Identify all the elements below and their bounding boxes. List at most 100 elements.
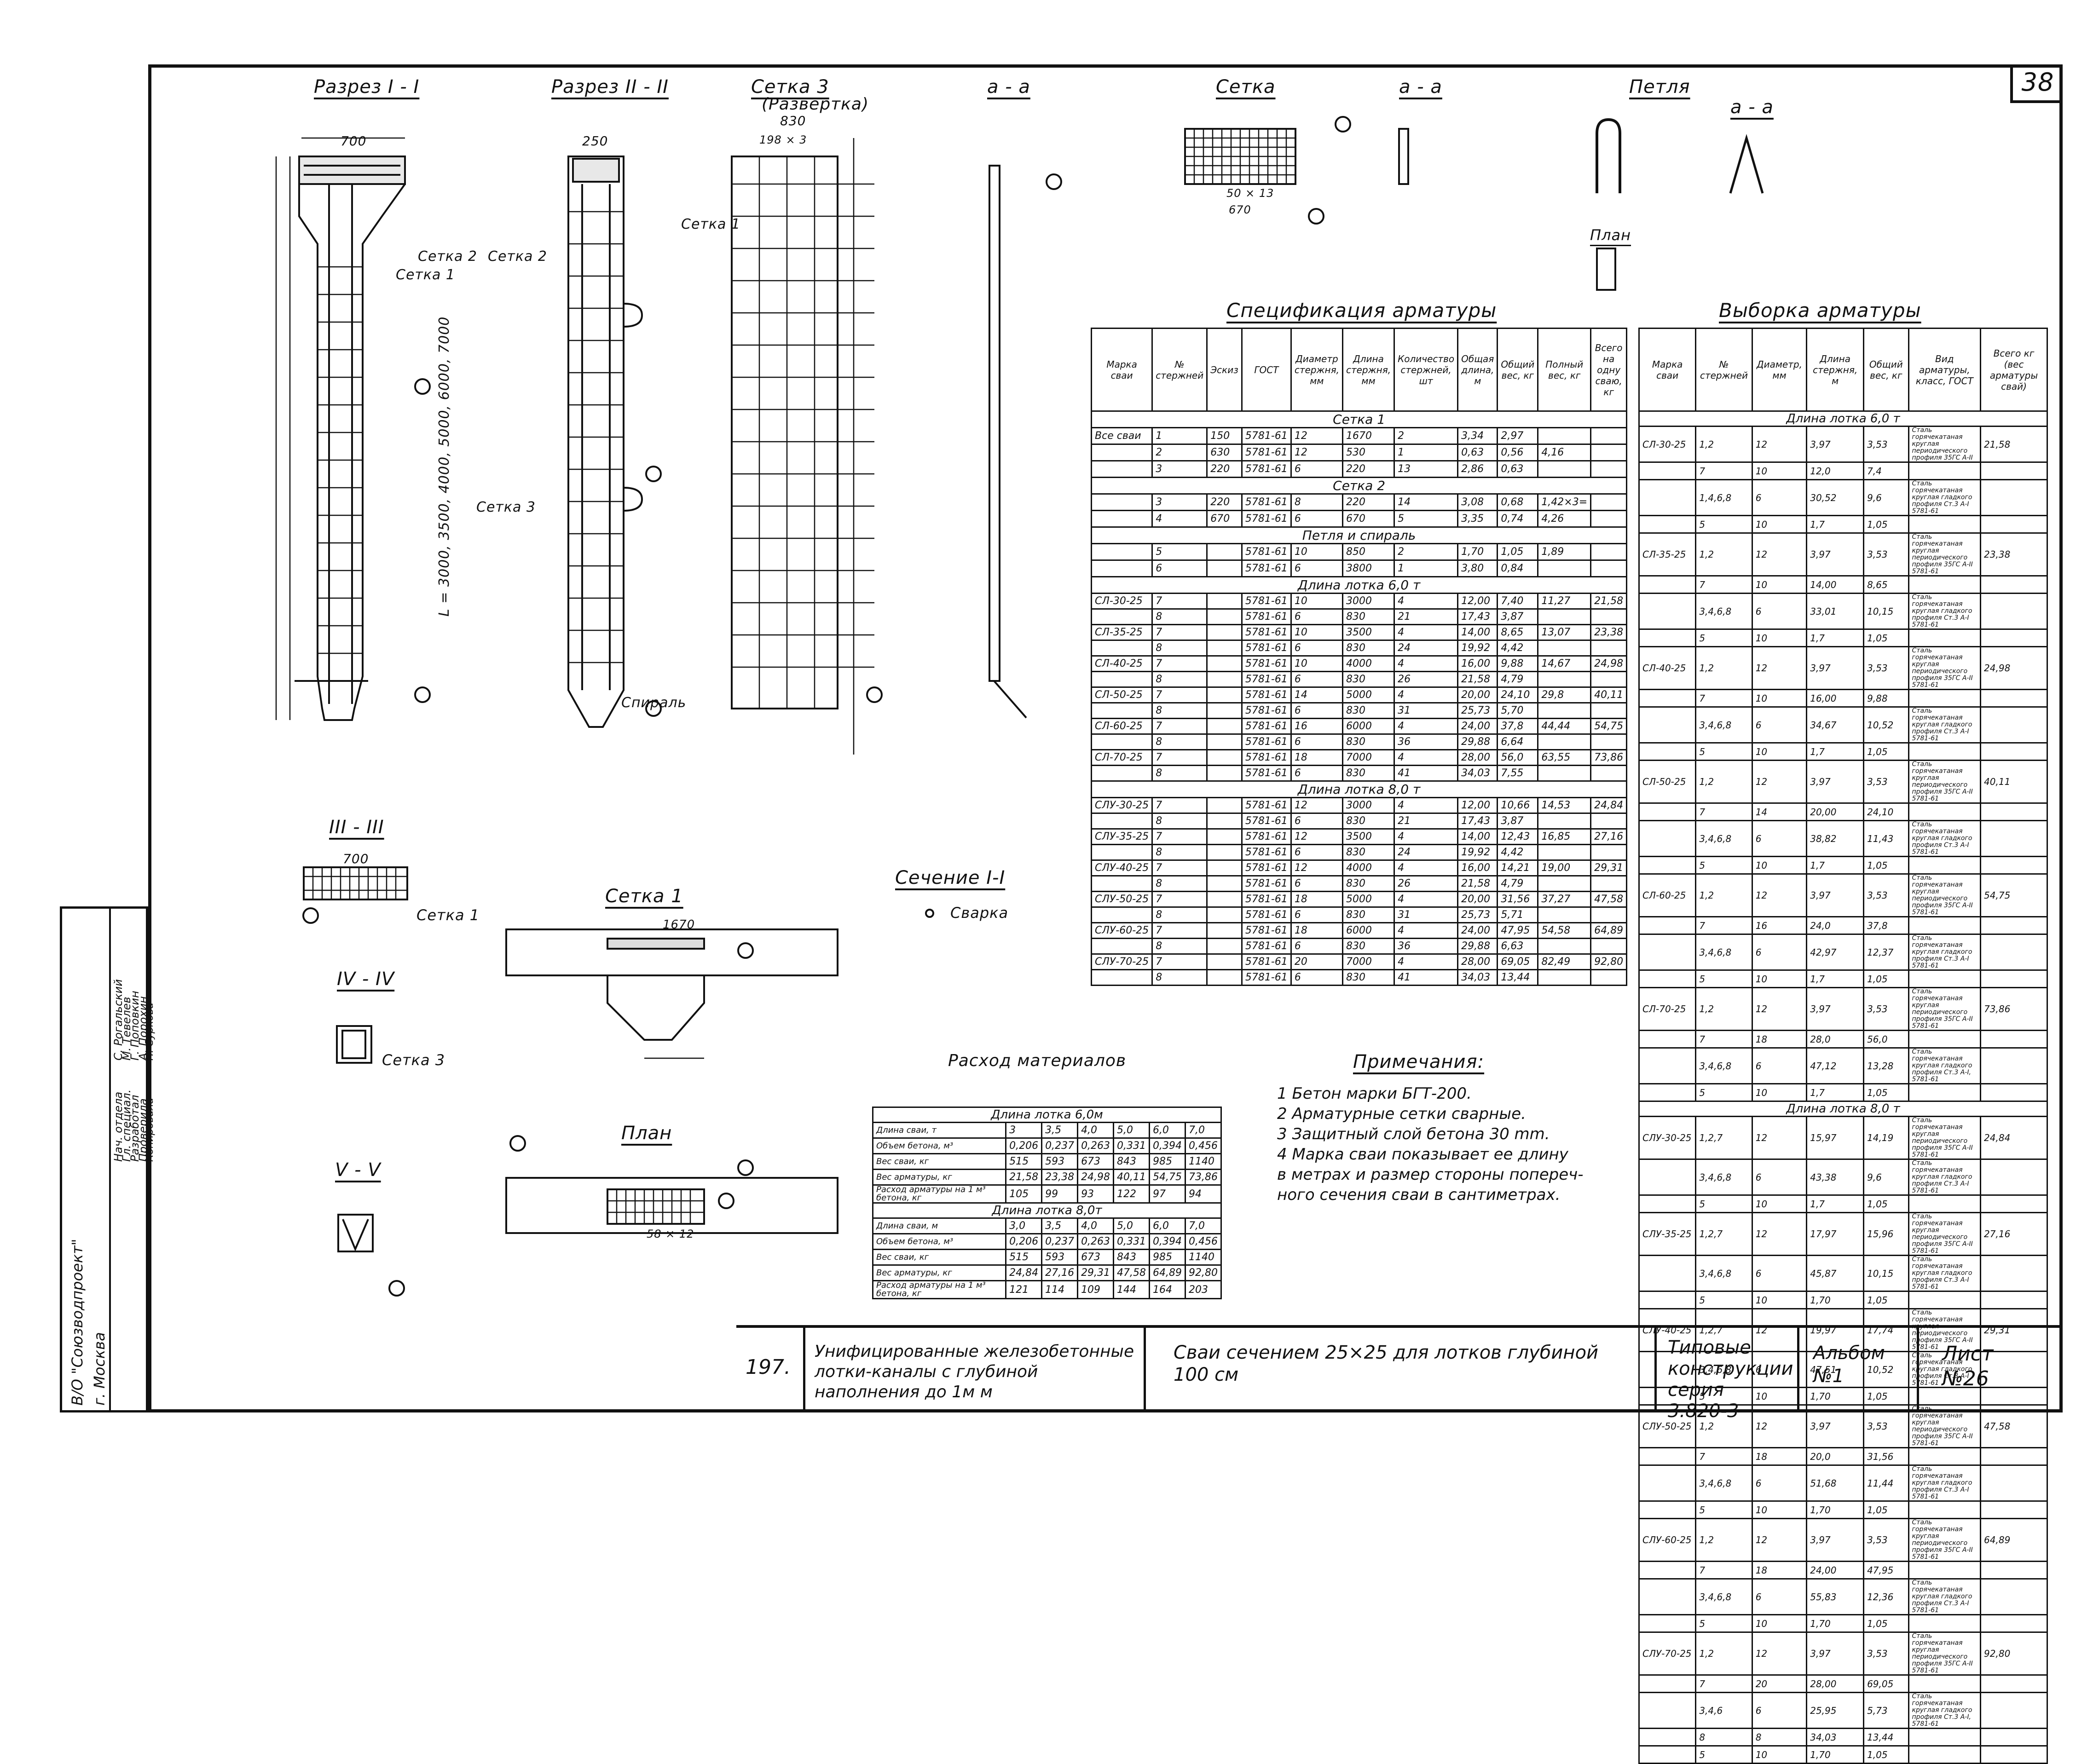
table-cell: 1,7 xyxy=(1806,742,1865,761)
table-cell: 1,05 xyxy=(1863,1614,1909,1633)
spec-mark: СЛУ-35-25 xyxy=(1090,828,1153,845)
table-cell: 99 xyxy=(1041,1184,1079,1204)
spec-mark: СЛУ-50-25 xyxy=(1090,891,1153,908)
table-cell: 13,07 xyxy=(1537,624,1592,641)
table-cell: 5781-61 xyxy=(1241,427,1292,445)
table-cell: 18 xyxy=(1290,749,1343,766)
table-cell xyxy=(1206,813,1243,830)
table-cell: 4,0 xyxy=(1077,1217,1115,1234)
table-cell xyxy=(1980,1692,2048,1729)
table-cell xyxy=(1638,515,1697,534)
spec-mark xyxy=(1090,969,1153,986)
table-cell: 12,43 xyxy=(1497,828,1539,845)
table-cell: 54,75 xyxy=(1980,873,2048,917)
table-cell: 10 xyxy=(1290,655,1343,672)
table-cell: 27,16 xyxy=(1590,828,1628,845)
table-cell xyxy=(1590,813,1628,830)
table-cell: Сталь горячекатаная круглая гладкого про… xyxy=(1908,1351,1982,1388)
table-cell: 4 xyxy=(1394,655,1459,672)
table-cell: 1140 xyxy=(1185,1249,1222,1266)
table-cell xyxy=(1908,1614,1982,1633)
table-cell xyxy=(1980,802,2048,821)
table-cell: 45,87 xyxy=(1806,1255,1865,1292)
table-cell: 1,70 xyxy=(1806,1614,1865,1633)
note-line: 3 Защитный слой бетона 30 mm. xyxy=(1277,1125,1550,1143)
table-cell: 6 xyxy=(1290,733,1343,750)
table-cell: 830 xyxy=(1342,733,1395,750)
table-cell: 14,00 xyxy=(1457,624,1498,641)
table-cell: 11,44 xyxy=(1863,1464,1909,1502)
title-section-2-2: Разрез II - II xyxy=(551,76,669,98)
note-line: в метрах и размер стороны попереч- xyxy=(1277,1165,1584,1184)
table-cell: 6 xyxy=(1151,559,1208,577)
table-cell: 24,10 xyxy=(1497,686,1539,703)
table-cell: 3000 xyxy=(1342,797,1395,814)
table-cell: 73,86 xyxy=(1980,987,2048,1031)
table-cell: 109 xyxy=(1077,1280,1115,1299)
table-cell: 5781-61 xyxy=(1241,640,1292,657)
spec-header-cell: Марка сваи xyxy=(1090,328,1153,412)
table-cell xyxy=(1908,1083,1982,1102)
table-cell xyxy=(1590,510,1628,528)
materials-group-label: Длина лотка 6,0м xyxy=(872,1107,1222,1123)
table-cell: 8 xyxy=(1151,813,1208,830)
table-cell: 5 xyxy=(1695,856,1753,875)
table-cell: 24,98 xyxy=(1077,1169,1115,1186)
spec-mark: СЛ-40-25 xyxy=(1090,655,1153,672)
dim-250: 250 xyxy=(582,133,608,149)
table-cell: 3,5 xyxy=(1041,1217,1079,1234)
sample-header-cell: Общий вес, кг xyxy=(1863,328,1909,412)
table-cell: Длина сваи, т xyxy=(872,1122,1007,1139)
table-cell xyxy=(1980,742,2048,761)
table-cell: 2 xyxy=(1394,543,1459,561)
table-cell: 2 xyxy=(1394,427,1459,445)
table-cell xyxy=(1638,1387,1697,1406)
table-cell: 5781-61 xyxy=(1241,718,1292,735)
table-cell: 37,27 xyxy=(1537,891,1592,908)
table-cell xyxy=(1980,1614,2048,1633)
table-cell: 7 xyxy=(1695,802,1753,821)
table-cell: 843 xyxy=(1113,1249,1151,1266)
table-cell: 5 xyxy=(1695,1745,1753,1764)
table-cell xyxy=(1537,733,1592,750)
table-cell xyxy=(1908,1561,1982,1580)
spec-mark: СЛУ-40-25 xyxy=(1090,859,1153,876)
table-cell: 10 xyxy=(1751,515,1808,534)
table-cell: 150 xyxy=(1206,427,1243,445)
table-cell xyxy=(1537,460,1592,478)
table-cell: 3,4,6,8 xyxy=(1695,934,1753,971)
table-cell: 6 xyxy=(1290,969,1343,986)
table-cell: 1,70 xyxy=(1806,1500,1865,1519)
notes-title: Примечания: xyxy=(1353,1051,1485,1072)
table-cell: 5781-61 xyxy=(1241,460,1292,478)
section-3-3-drawing xyxy=(302,866,408,924)
table-cell: 4,79 xyxy=(1497,875,1539,892)
table-cell: 5 xyxy=(1695,1291,1753,1309)
table-cell xyxy=(1206,828,1243,845)
table-cell xyxy=(1638,856,1697,875)
table-cell: 0,84 xyxy=(1497,559,1539,577)
table-cell: 3 xyxy=(1151,493,1208,511)
table-cell: 47,95 xyxy=(1497,922,1539,939)
table-cell: 34,03 xyxy=(1457,765,1498,782)
table-cell: 0,206 xyxy=(1005,1137,1043,1154)
table-cell: 12,37 xyxy=(1863,934,1909,971)
table-cell: 3,34 xyxy=(1457,427,1498,445)
